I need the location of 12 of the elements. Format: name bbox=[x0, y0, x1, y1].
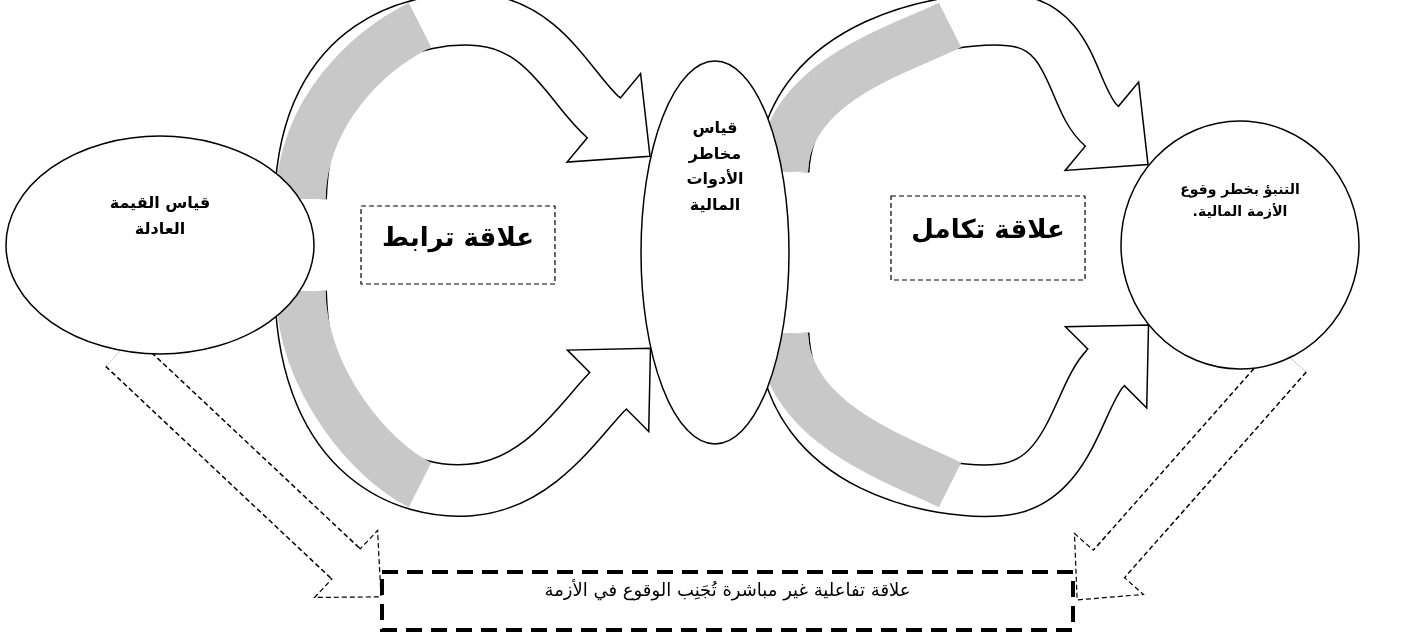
ellipse-node bbox=[1120, 120, 1360, 370]
node-text: علاقة تفاعلية غير مباشرة تُجَنِب الوقوع في الأزمة bbox=[544, 578, 911, 603]
dashed-box bbox=[890, 195, 1086, 281]
dashed-box bbox=[360, 205, 556, 285]
node-text: قياس مخاطر الأدوات المالية bbox=[685, 117, 745, 216]
node-text: التنبؤ بخطر وقوع الأزمة المالية. bbox=[1179, 180, 1301, 222]
ellipse-node bbox=[640, 60, 790, 445]
dashed-box bbox=[380, 570, 1075, 632]
ellipse-node bbox=[5, 135, 315, 355]
node-text: علاقة تكامل bbox=[911, 213, 1065, 246]
node-text: علاقة ترابط bbox=[382, 221, 534, 255]
node-text: قياس القيمة العادلة bbox=[108, 192, 212, 240]
